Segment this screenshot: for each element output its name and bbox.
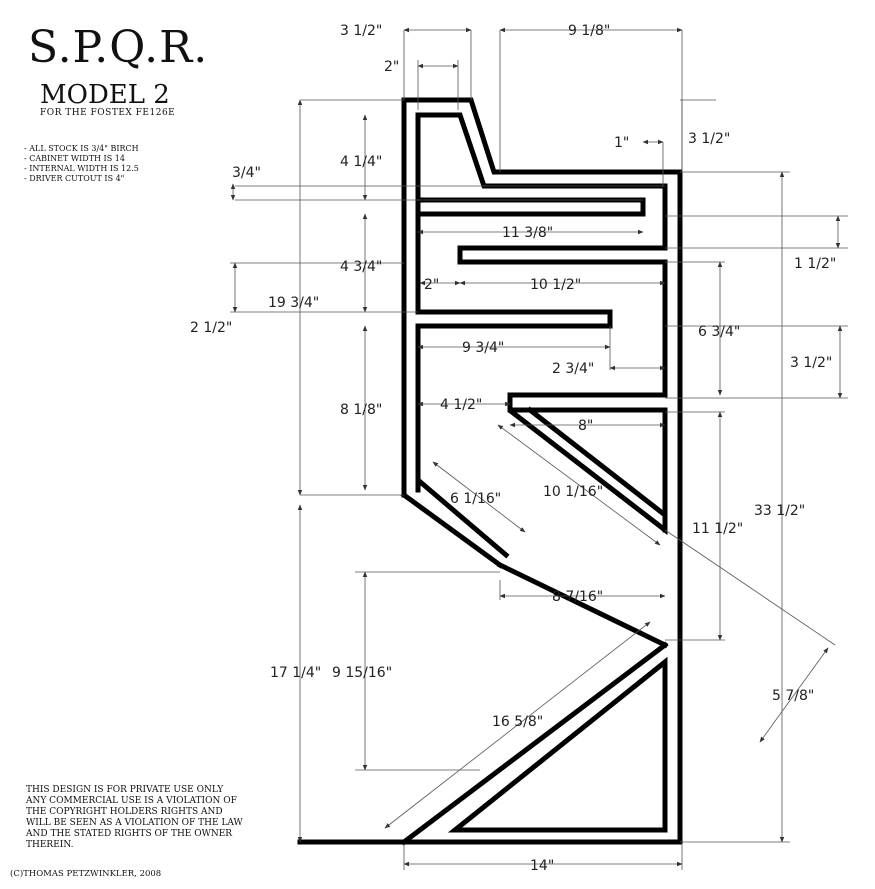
dim-left-gap: 2 1/2" <box>190 320 232 336</box>
dim-right-lower: 11 1/2" <box>692 521 743 537</box>
dim-top-height: 3 1/2" <box>688 131 730 147</box>
mouth-floor <box>496 561 669 649</box>
dim-shelf-one: 11 3/8" <box>502 225 553 241</box>
outer-shell <box>401 97 683 845</box>
dim-top-left-width: 3 1/2" <box>340 23 382 39</box>
dim-shelf-two-gap: 2" <box>424 277 439 293</box>
dim-side-angle: 5 7/8" <box>772 688 814 704</box>
dim-baffle-diagonal: 10 1/16" <box>543 484 603 500</box>
spec-item: - CABINET WIDTH IS 14 <box>24 154 125 163</box>
design-title: S.P.Q.R. <box>28 22 209 73</box>
dim-base-width: 14" <box>530 858 554 874</box>
dim-top-right-width: 9 1/8" <box>568 23 610 39</box>
dim-third-chamber: 8 1/8" <box>340 402 382 418</box>
dim-baffle-top: 8" <box>578 418 593 434</box>
dim-upper-section: 19 3/4" <box>268 295 319 311</box>
dim-panel-thickness: 3/4" <box>232 165 261 181</box>
bottom-diagonal-panel <box>400 641 669 846</box>
top-chamber <box>415 112 668 533</box>
dim-small-gap: 1" <box>614 135 629 151</box>
dim-shelf-three: 9 3/4" <box>462 340 504 356</box>
spec-item: - INTERNAL WIDTH IS 12.5 <box>24 164 139 173</box>
dim-mouth-width: 8 7/16" <box>552 589 603 605</box>
dim-bottom-diagonal: 16 5/8" <box>492 714 543 730</box>
dim-top-slant: 2" <box>384 59 399 75</box>
spec-list: - ALL STOCK IS 3/4" BIRCH - CABINET WIDT… <box>24 144 139 184</box>
usage-notice: THIS DESIGN IS FOR PRIVATE USE ONLY ANY … <box>26 785 243 850</box>
dim-total-height: 33 1/2" <box>754 503 805 519</box>
dim-shelf-two: 10 1/2" <box>530 277 581 293</box>
spec-item: - ALL STOCK IS 3/4" BIRCH <box>24 144 139 153</box>
lower-triangle <box>447 656 668 833</box>
copyright-text: (C)THOMAS PETZWINKLER, 2008 <box>10 869 162 879</box>
dim-mouth-height: 9 15/16" <box>332 665 392 681</box>
dim-lower-section: 17 1/4" <box>270 665 321 681</box>
dim-lower-slant: 6 1/16" <box>450 491 501 507</box>
dim-first-chamber: 4 1/4" <box>340 154 382 170</box>
dim-right-section: 6 3/4" <box>698 324 740 340</box>
dim-right-step: 3 1/2" <box>790 355 832 371</box>
dim-second-chamber: 4 3/4" <box>340 259 382 275</box>
dim-right-gap: 1 1/2" <box>794 256 836 272</box>
dim-shelf-three-gap: 2 3/4" <box>552 361 594 377</box>
dimension-labels: 3 1/2" 9 1/8" 2" 3 1/2" 1" 4 1/4" 3/4" 1… <box>190 23 836 874</box>
spec-item: - DRIVER CUTOUT IS 4" <box>24 174 125 183</box>
shelf-one <box>415 197 646 217</box>
design-subtitle: FOR THE FOSTEX FE126E <box>40 108 176 118</box>
cabinet-walls <box>297 97 683 846</box>
dimension-lines <box>230 27 848 870</box>
model-name: MODEL 2 <box>40 80 170 110</box>
dim-baffle-lip: 4 1/2" <box>440 397 482 413</box>
